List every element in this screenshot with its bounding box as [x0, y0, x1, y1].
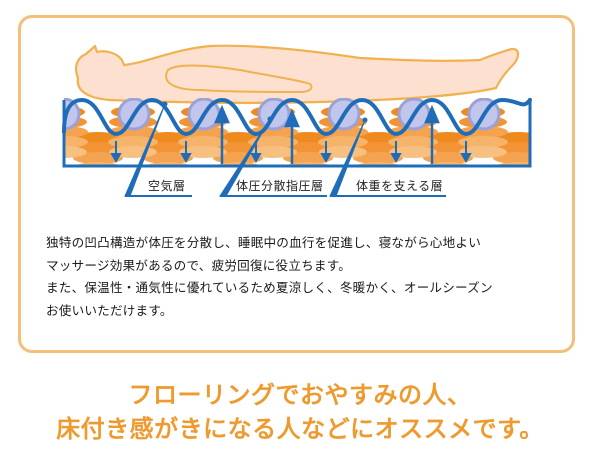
leader-lines — [124, 101, 446, 197]
label-air-layer: 空気層 — [148, 179, 186, 193]
description-line: 独特の凹凸構造が体圧を分散し、睡眠中の血行を促進し、寝ながら心地よい — [46, 235, 481, 250]
recommendation-headline: フローリングでおやすみの人、 床付き感がきになる人などにオススメです。 — [0, 378, 600, 446]
up-arrows — [214, 104, 440, 164]
description-line: お使いいただけます。 — [46, 302, 173, 318]
mattress-frame — [62, 98, 532, 168]
headline-line-1: フローリングでおやすみの人、 — [128, 381, 472, 409]
wave-layer-line — [62, 97, 532, 137]
label-weight-support-layer: 体重を支える層 — [356, 179, 444, 193]
description-line: また、保温性・通気性に優れているため夏涼しく、冬暖かく、オールシーズン — [46, 280, 493, 295]
down-arrows — [110, 141, 472, 164]
description-text: 独特の凹凸構造が体圧を分散し、睡眠中の血行を促進し、寝ながら心地よい マッサージ… — [46, 232, 576, 322]
body-silhouette — [75, 44, 520, 104]
label-pressure-dispersion-layer: 体圧分散指圧層 — [236, 179, 324, 193]
mattress-layers — [64, 98, 530, 166]
mattress-diagram — [62, 44, 532, 197]
headline-line-2: 床付き感がきになる人などにオススメです。 — [56, 415, 544, 443]
description-line: マッサージ効果があるので、疲労回復に役立ちます。 — [46, 257, 352, 273]
